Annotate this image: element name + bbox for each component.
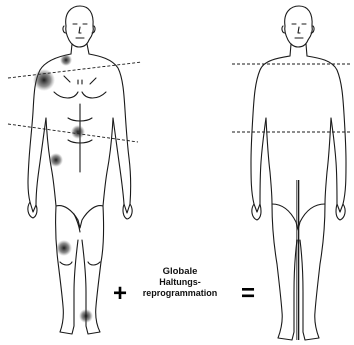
caption-line-1: Globale	[122, 266, 238, 277]
abdomen-spot	[71, 125, 85, 139]
right-plumb-line	[297, 180, 299, 340]
caption-line-3: reprogrammation	[122, 288, 238, 299]
neck-spot	[60, 54, 72, 66]
right-alignment-lines	[232, 64, 352, 132]
therapy-caption: Globale Haltungs- reprogrammation	[122, 266, 238, 299]
knee-spot	[56, 240, 72, 256]
caption-line-2: Haltungs-	[122, 277, 238, 288]
hip-spot	[49, 153, 63, 167]
ankle-spot	[79, 309, 93, 323]
shoulder-tilt-line	[8, 62, 142, 78]
shoulder-spot	[33, 69, 55, 91]
equals-sign: =	[241, 280, 255, 308]
